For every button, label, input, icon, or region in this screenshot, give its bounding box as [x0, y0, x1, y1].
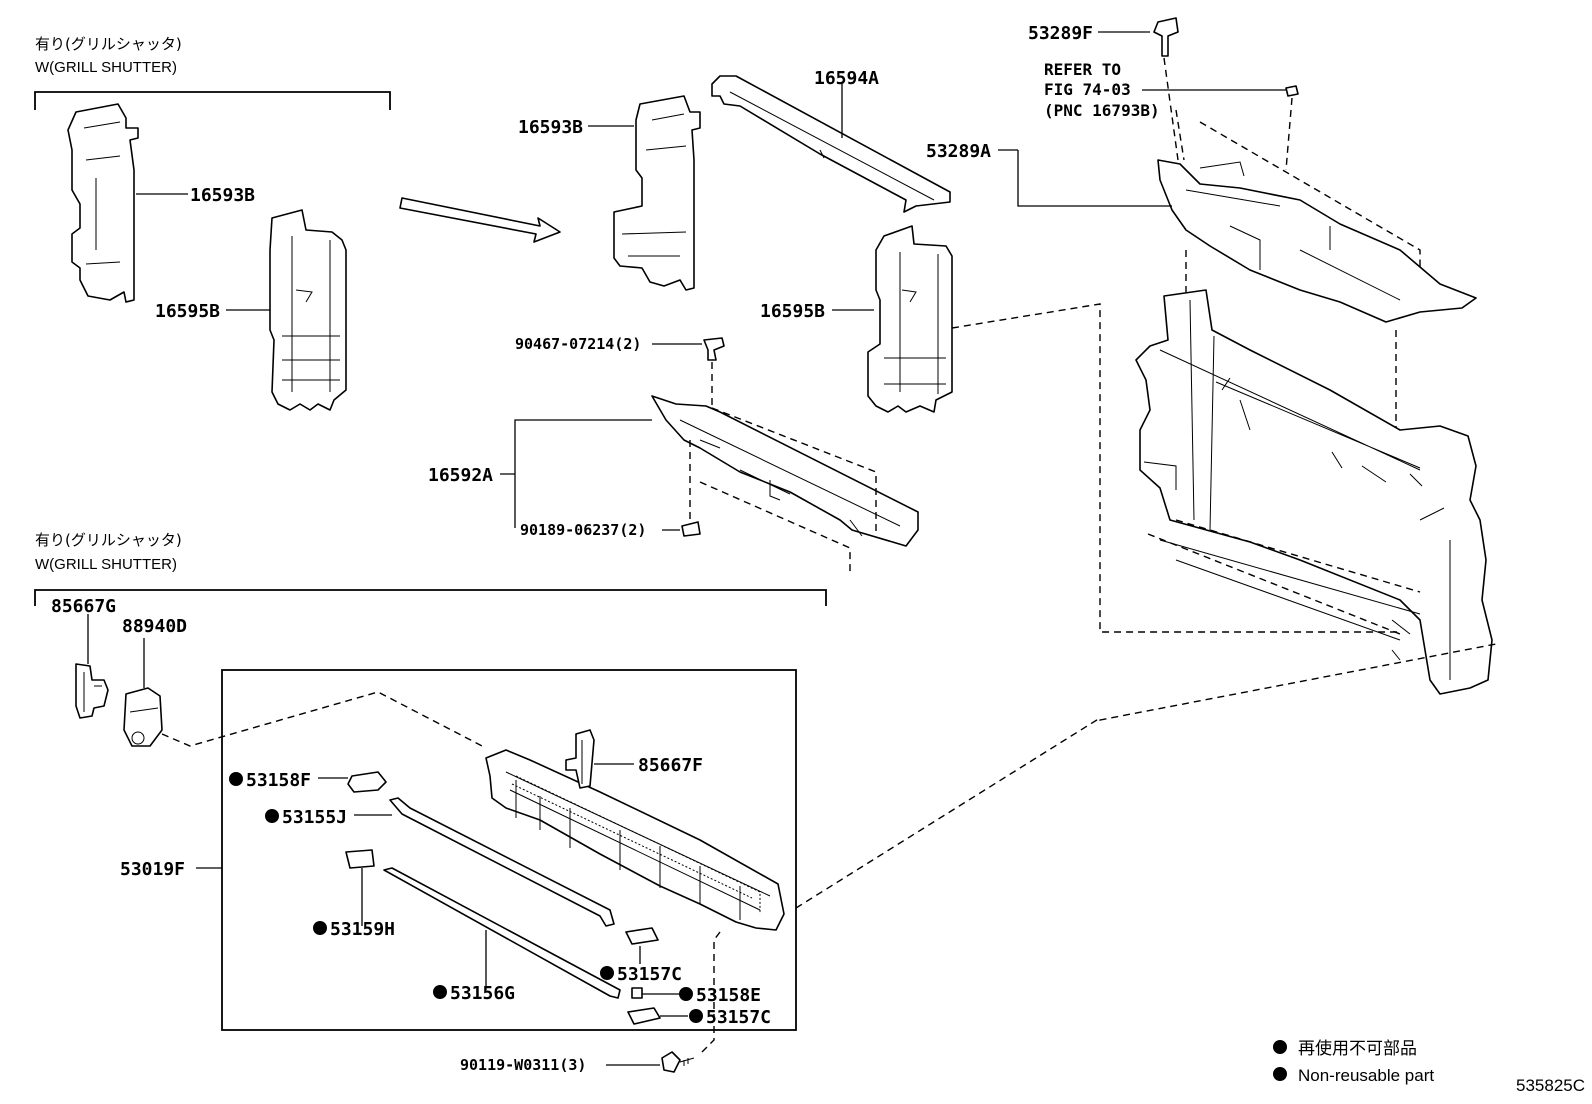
subassembly-box-53019f — [221, 669, 797, 1031]
label-16592a: 16592A — [428, 465, 493, 486]
group-label-top-jp: 有り(グリルシャッタ) — [35, 35, 182, 53]
part-53289a-drawing — [1157, 159, 1477, 323]
part-53158f-drawing — [347, 771, 387, 793]
non-reusable-icon — [313, 921, 327, 935]
part-53019f-grille-shutter-drawing — [485, 749, 785, 931]
part-53289f-clip-drawing — [1153, 17, 1179, 57]
figure-id: 535825C — [1516, 1076, 1585, 1095]
label-53157c-b: 53157C — [706, 1007, 771, 1028]
dash-53289f — [1163, 57, 1179, 161]
label-85667g: 85667G — [51, 596, 116, 617]
legend-jp: 再使用不可部品 — [1298, 1038, 1417, 1058]
dash-90119 — [699, 931, 721, 1055]
part-radiator-support-drawing — [1135, 289, 1493, 695]
part-16593b-left-drawing — [67, 103, 139, 303]
non-reusable-icon — [229, 772, 243, 786]
non-reusable-icon — [600, 966, 614, 980]
group-bracket-bottom — [34, 589, 827, 606]
label-85667f: 85667F — [638, 755, 703, 776]
dash-frame — [1147, 519, 1421, 635]
part-88940d-drawing — [123, 687, 163, 747]
leader-53289a — [998, 149, 1172, 207]
label-90119: 90119-W0311(3) — [460, 1056, 586, 1074]
dash-53019f-to-frame — [795, 643, 1497, 909]
legend-en: Non-reusable part — [1298, 1066, 1434, 1085]
reference-clip-icon — [1285, 85, 1299, 97]
label-16593b-left: 16593B — [190, 185, 255, 206]
label-90467: 90467-07214(2) — [515, 335, 641, 353]
label-53158f: 53158F — [246, 770, 311, 791]
label-53289a: 53289A — [926, 141, 991, 162]
part-53157c-a-drawing — [625, 927, 659, 945]
label-53157c-a: 53157C — [617, 964, 682, 985]
label-90189: 90189-06237(2) — [520, 521, 646, 539]
dash-16595b-to-frame — [951, 303, 1400, 633]
part-16595b-drawing — [867, 225, 953, 413]
label-53159h: 53159H — [330, 919, 395, 940]
part-85667f-drawing — [565, 729, 595, 789]
non-reusable-icon — [433, 985, 447, 999]
label-53155j: 53155J — [282, 807, 347, 828]
group-label-bottom-jp: 有り(グリルシャッタ) — [35, 531, 182, 549]
arrow-icon — [399, 197, 561, 243]
part-90189-nut-drawing — [681, 521, 701, 537]
label-53289f: 53289F — [1028, 23, 1093, 44]
label-53156g: 53156G — [450, 983, 515, 1004]
part-53157c-b-drawing — [627, 1007, 661, 1025]
part-53158e-drawing — [631, 987, 643, 999]
label-16594a: 16594A — [814, 68, 879, 89]
label-16595b-left: 16595B — [155, 301, 220, 322]
label-88940d: 88940D — [122, 616, 187, 637]
part-90119-screw-drawing — [661, 1051, 695, 1073]
part-16595b-left-drawing — [269, 209, 347, 411]
reference-line-1: REFER TO — [1044, 60, 1121, 79]
part-53156g-drawing — [383, 867, 621, 999]
reference-line-2: FIG 74-03 — [1044, 80, 1131, 99]
part-85667g-drawing — [75, 663, 109, 719]
part-53159h-drawing — [345, 849, 375, 869]
part-16594a-drawing — [711, 75, 951, 213]
part-16593b-drawing — [613, 95, 701, 291]
part-90467-clip-drawing — [703, 337, 725, 361]
part-53155j-drawing — [389, 797, 615, 927]
dash-88940d — [161, 691, 487, 749]
label-53019f: 53019F — [120, 859, 185, 880]
dash-16592a — [699, 407, 877, 576]
legend-dot-icon — [1273, 1040, 1287, 1054]
group-bracket-top — [34, 91, 391, 110]
leader-16592a — [500, 419, 652, 528]
label-16593b: 16593B — [518, 117, 583, 138]
label-53158e: 53158E — [696, 985, 761, 1006]
non-reusable-icon — [265, 809, 279, 823]
group-label-bottom-en: W(GRILL SHUTTER) — [35, 556, 177, 573]
label-16595b: 16595B — [760, 301, 825, 322]
legend-dot-icon — [1273, 1067, 1287, 1081]
non-reusable-icon — [689, 1009, 703, 1023]
non-reusable-icon — [679, 987, 693, 1001]
reference-line-3: (PNC 16793B) — [1044, 101, 1160, 120]
group-label-top-en: W(GRILL SHUTTER) — [35, 59, 177, 76]
